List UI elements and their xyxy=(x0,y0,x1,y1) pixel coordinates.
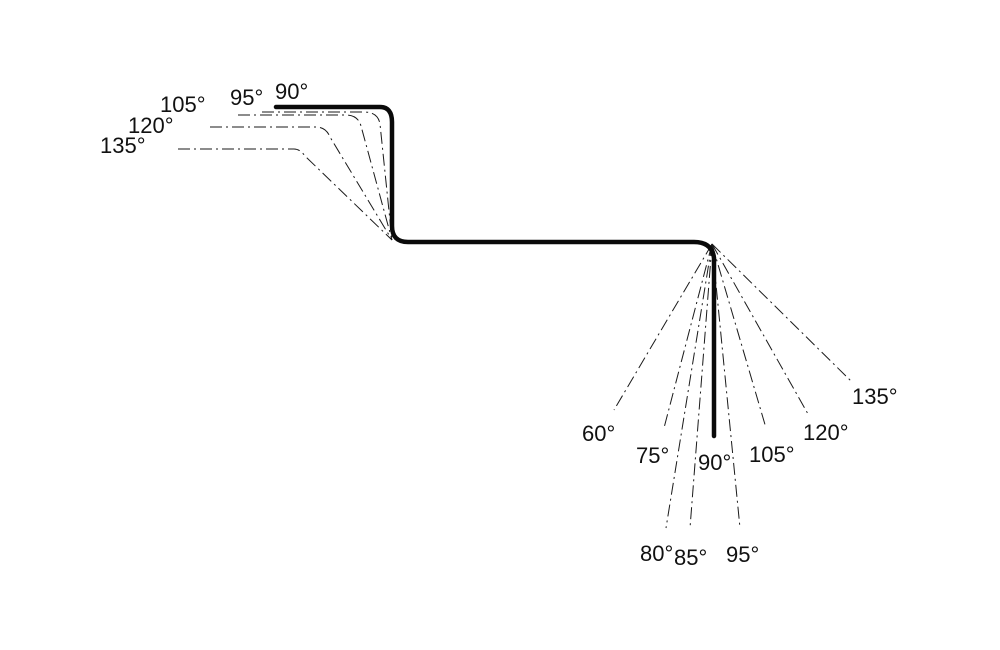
lower-label-60: 60° xyxy=(582,421,615,446)
upper-variant-95-line xyxy=(262,111,393,241)
lower-bend-labels: 60° 75° 80° 85° 90° 95° 105° 120° 135° xyxy=(582,384,898,570)
lower-variant-60-line xyxy=(613,243,713,411)
upper-label-95: 95° xyxy=(230,85,263,110)
lower-label-90: 90° xyxy=(698,450,731,475)
upper-bend-labels: 90° 95° 105° 120° 135° xyxy=(100,79,308,158)
upper-label-90: 90° xyxy=(275,79,308,104)
upper-variant-105-line xyxy=(238,114,393,241)
lower-variant-135-line xyxy=(711,243,853,383)
lower-label-105: 105° xyxy=(749,442,795,467)
upper-label-105: 105° xyxy=(160,92,206,117)
lower-label-85: 85° xyxy=(674,545,707,570)
lower-variant-95-line xyxy=(711,243,741,529)
upper-bend-variant-lines xyxy=(178,111,393,241)
lower-variant-80-line xyxy=(665,243,713,529)
lower-variant-85-line xyxy=(689,243,713,529)
lower-bend-variant-lines xyxy=(613,243,853,529)
upper-variant-120-line xyxy=(210,126,393,241)
main-profile-line xyxy=(273,104,717,439)
upper-label-135: 135° xyxy=(100,133,146,158)
lower-variant-75-line xyxy=(663,243,713,429)
upper-variant-135-line xyxy=(178,148,393,241)
lower-label-75: 75° xyxy=(636,443,669,468)
lower-label-135: 135° xyxy=(852,384,898,409)
lower-variant-120-line xyxy=(711,243,809,415)
lower-label-80: 80° xyxy=(640,541,673,566)
lower-label-120: 120° xyxy=(803,420,849,445)
upper-label-120: 120° xyxy=(128,113,174,138)
lower-variant-105-line xyxy=(711,243,767,429)
lower-label-95: 95° xyxy=(726,542,759,567)
